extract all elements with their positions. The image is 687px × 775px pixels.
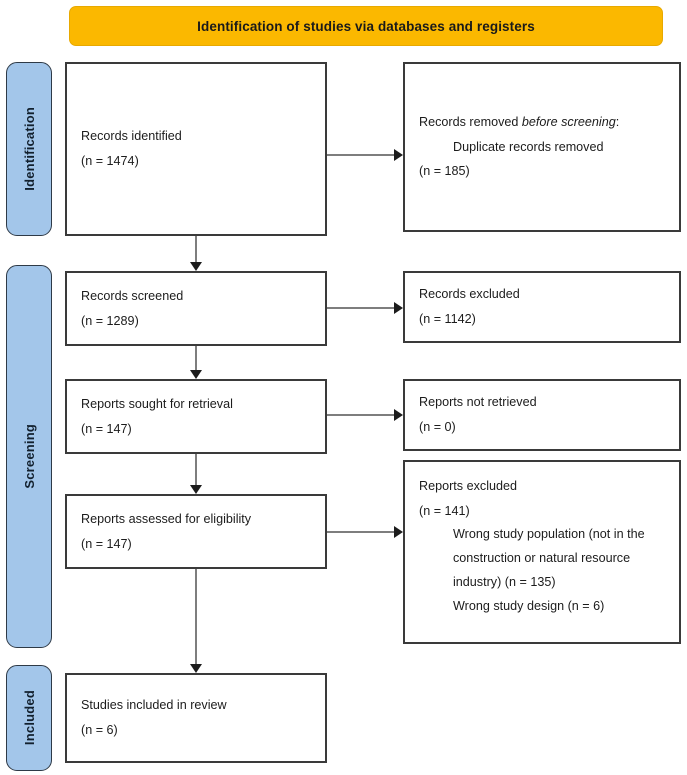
box-records-excluded-count: (n = 1142): [419, 312, 476, 326]
connector-assessed-to-excluded: [327, 531, 397, 533]
stage-label-identification-text: Identification: [21, 107, 37, 191]
box-reports-assessed-count: (n = 147): [81, 536, 132, 551]
box-reports-excluded-reason-2: Wrong study design (n = 6): [453, 598, 605, 613]
arrow-down-icon-screened: [190, 262, 202, 271]
arrow-right-icon-not-retrieved: [394, 409, 403, 421]
box-records-removed-suffix: :: [615, 115, 620, 130]
arrow-down-icon-sought: [190, 370, 202, 379]
connector-screened-to-sought: [195, 346, 197, 372]
box-reports-excluded-label: Reports excluded: [419, 479, 518, 493]
box-reports-not-retrieved-label: Reports not retrieved: [419, 395, 537, 410]
box-reports-not-retrieved-count: (n = 0): [419, 420, 456, 434]
box-records-excluded-label: Records excluded: [419, 287, 520, 302]
box-studies-included-count: (n = 6): [81, 723, 118, 737]
box-reports-sought-label: Reports sought for retrieval: [81, 396, 233, 411]
diagram-title: Identification of studies via databases …: [197, 18, 535, 34]
box-records-removed-label: Records removed before screening:: [419, 110, 665, 135]
box-records-removed-prefix: Records removed: [419, 115, 522, 130]
box-reports-assessed: Reports assessed for eligibility (n = 14…: [65, 494, 327, 569]
connector-screened-to-excluded: [327, 307, 397, 309]
box-records-identified: Records identified (n = 1474): [65, 62, 327, 236]
box-reports-excluded-count: (n = 141): [419, 503, 470, 518]
box-records-removed-italic: before screening: [521, 115, 616, 130]
connector-sought-to-assessed: [195, 454, 197, 487]
box-records-screened-count: (n = 1289): [81, 313, 139, 328]
box-records-removed-count: (n = 185): [419, 164, 470, 179]
stage-label-included-text: Included: [21, 690, 37, 746]
box-reports-excluded-reason-1: Wrong study population (not in the const…: [453, 527, 645, 589]
box-reports-not-retrieved: Reports not retrieved (n = 0): [403, 379, 681, 451]
diagram-header-banner: Identification of studies via databases …: [69, 6, 663, 46]
box-records-screened-label: Records screened: [81, 288, 184, 303]
connector-identified-to-screened: [195, 236, 197, 264]
box-records-excluded: Records excluded (n = 1142): [403, 271, 681, 343]
box-studies-included-label: Studies included in review: [81, 698, 227, 713]
connector-sought-to-not-retrieved: [327, 414, 397, 416]
arrow-right-icon-removed: [394, 149, 403, 161]
box-reports-excluded: Reports excluded (n = 141) Wrong study p…: [403, 460, 681, 644]
connector-identified-to-removed: [327, 154, 397, 156]
stage-label-included: Included: [6, 665, 52, 771]
box-records-screened: Records screened (n = 1289): [65, 271, 327, 346]
arrow-right-icon-excluded-reports: [394, 526, 403, 538]
arrow-right-icon-excluded-records: [394, 302, 403, 314]
arrow-down-icon-included: [190, 664, 202, 673]
connector-assessed-to-included: [195, 569, 197, 666]
box-records-identified-label: Records identified: [81, 129, 182, 144]
box-reports-sought-count: (n = 147): [81, 421, 132, 436]
box-records-identified-count: (n = 1474): [81, 154, 139, 168]
box-reports-sought: Reports sought for retrieval (n = 147): [65, 379, 327, 454]
arrow-down-icon-assessed: [190, 485, 202, 494]
box-records-removed: Records removed before screening: Duplic…: [403, 62, 681, 232]
stage-label-screening: Screening: [6, 265, 52, 648]
box-records-removed-detail: Duplicate records removed: [453, 139, 604, 154]
box-studies-included: Studies included in review (n = 6): [65, 673, 327, 763]
box-reports-assessed-label: Reports assessed for eligibility: [81, 511, 252, 526]
stage-label-identification: Identification: [6, 62, 52, 236]
stage-label-screening-text: Screening: [21, 424, 37, 489]
